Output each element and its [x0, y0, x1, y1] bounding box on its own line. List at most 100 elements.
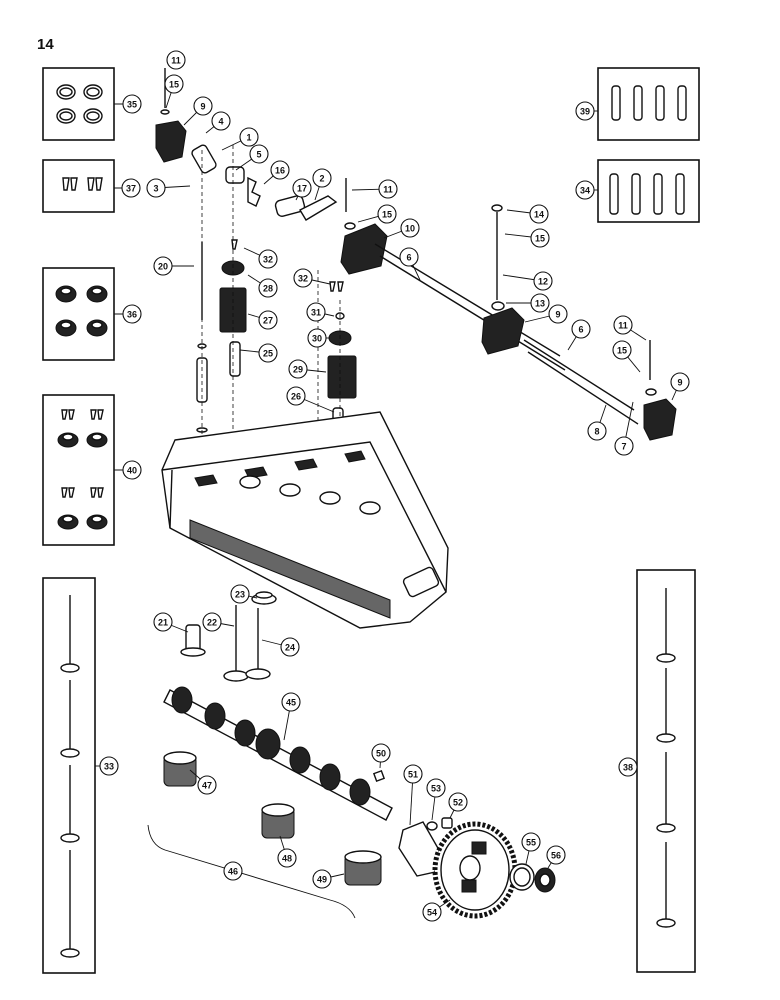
callout-c3: 3 — [146, 178, 191, 198]
callout-number: 15 — [617, 346, 627, 356]
callout-number: 39 — [580, 107, 590, 117]
callout-c23: 23 — [230, 584, 258, 604]
valve-train — [196, 145, 357, 470]
valve-keeper-icon — [62, 177, 103, 191]
callout-number: 4 — [218, 117, 223, 127]
callout-circle — [258, 249, 278, 269]
callout-c33: 33 — [95, 756, 119, 776]
callout-number: 9 — [677, 378, 682, 388]
callout-c11a: 11 — [166, 50, 186, 70]
callout-c29: 29 — [288, 359, 327, 379]
cam-gear-group — [398, 817, 556, 919]
callout-c36: 36 — [114, 304, 142, 324]
callout-number: 15 — [535, 234, 545, 244]
callout-number: 38 — [623, 763, 633, 773]
callout-circle — [312, 168, 332, 188]
callout-circle — [293, 268, 313, 288]
callout-number: 11 — [383, 185, 393, 195]
callout-number: 12 — [538, 277, 548, 287]
callout-number: 8 — [594, 427, 599, 437]
rocker-support-icon — [155, 120, 187, 163]
callout-circle — [146, 178, 166, 198]
valve-guide-icon — [609, 173, 685, 215]
callout-c55: 55 — [521, 832, 541, 865]
callout-circle — [422, 902, 442, 922]
callout-circle — [571, 319, 591, 339]
callout-c34: 34 — [575, 180, 598, 200]
callout-c2: 2 — [312, 168, 332, 201]
callout-c40: 40 — [114, 460, 142, 480]
callout-c31: 31 — [306, 302, 335, 322]
callout-circle — [193, 96, 213, 116]
callout-circle — [614, 436, 634, 456]
kit-box-37 — [42, 159, 115, 213]
callout-number: 9 — [555, 310, 560, 320]
callout-c9a: 9 — [183, 96, 213, 126]
callout-circle — [153, 612, 173, 632]
callout-circle — [211, 111, 231, 131]
callout-c8: 8 — [587, 404, 607, 441]
callout-circle — [403, 764, 423, 784]
callout-circle — [529, 204, 549, 224]
callout-c15a: 15 — [164, 74, 184, 109]
callout-c20: 20 — [153, 256, 194, 276]
callout-c45: 45 — [281, 692, 301, 741]
callout-number: 20 — [158, 262, 168, 272]
callout-number: 52 — [453, 798, 463, 808]
callout-circle — [612, 340, 632, 360]
callout-circle — [164, 74, 184, 94]
callout-number: 32 — [298, 274, 308, 284]
callout-c50: 50 — [371, 743, 391, 769]
callout-c53: 53 — [426, 778, 446, 821]
callout-circle — [546, 845, 566, 865]
callout-c6a: 6 — [399, 247, 421, 281]
callout-circle — [99, 756, 119, 776]
timing-gear-icon — [432, 821, 518, 919]
callout-number: 54 — [427, 908, 437, 918]
callout-number: 25 — [263, 349, 273, 359]
callout-circle — [448, 792, 468, 812]
callout-c37: 37 — [114, 178, 141, 198]
callout-c25: 25 — [239, 343, 278, 363]
callout-circle — [575, 101, 595, 121]
callout-c54: 54 — [422, 899, 451, 922]
callout-layer: 1234566789991011111112131415151515161720… — [95, 50, 690, 922]
cam-bearing-icon — [163, 751, 382, 886]
callout-c1: 1 — [221, 127, 259, 151]
callout-circle — [292, 178, 312, 198]
callout-c14: 14 — [506, 204, 549, 224]
callout-number: 53 — [431, 784, 441, 794]
callout-circle — [378, 179, 398, 199]
callout-c27: 27 — [247, 310, 278, 330]
callout-c11c: 11 — [613, 315, 647, 341]
exhaust-valve-set-icon — [656, 588, 676, 928]
callout-circle — [223, 861, 243, 881]
callout-circle — [270, 160, 290, 180]
callout-c17: 17 — [292, 178, 312, 201]
callout-number: 14 — [534, 210, 544, 220]
callout-number: 37 — [126, 184, 136, 194]
callout-number: 28 — [263, 284, 273, 294]
callout-circle — [306, 302, 326, 322]
callout-number: 6 — [578, 325, 583, 335]
callout-number: 36 — [127, 310, 137, 320]
callout-circle — [122, 460, 142, 480]
callout-c7: 7 — [614, 401, 634, 456]
callout-c4: 4 — [205, 111, 231, 134]
callout-c30: 30 — [307, 328, 330, 348]
callout-circle — [377, 204, 397, 224]
callout-number: 17 — [297, 184, 307, 194]
callout-circle — [122, 304, 142, 324]
callout-number: 35 — [127, 100, 137, 110]
callout-number: 5 — [256, 150, 261, 160]
callout-circle — [166, 50, 186, 70]
callout-number: 49 — [317, 875, 327, 885]
kit-box-33 — [42, 577, 96, 974]
callout-circle — [239, 127, 259, 147]
push-rod-guide-icon — [611, 85, 687, 121]
callout-number: 3 — [153, 184, 158, 194]
callout-number: 51 — [408, 770, 418, 780]
callout-number: 29 — [293, 365, 303, 375]
callout-circle — [202, 612, 222, 632]
callout-circle — [277, 848, 297, 868]
